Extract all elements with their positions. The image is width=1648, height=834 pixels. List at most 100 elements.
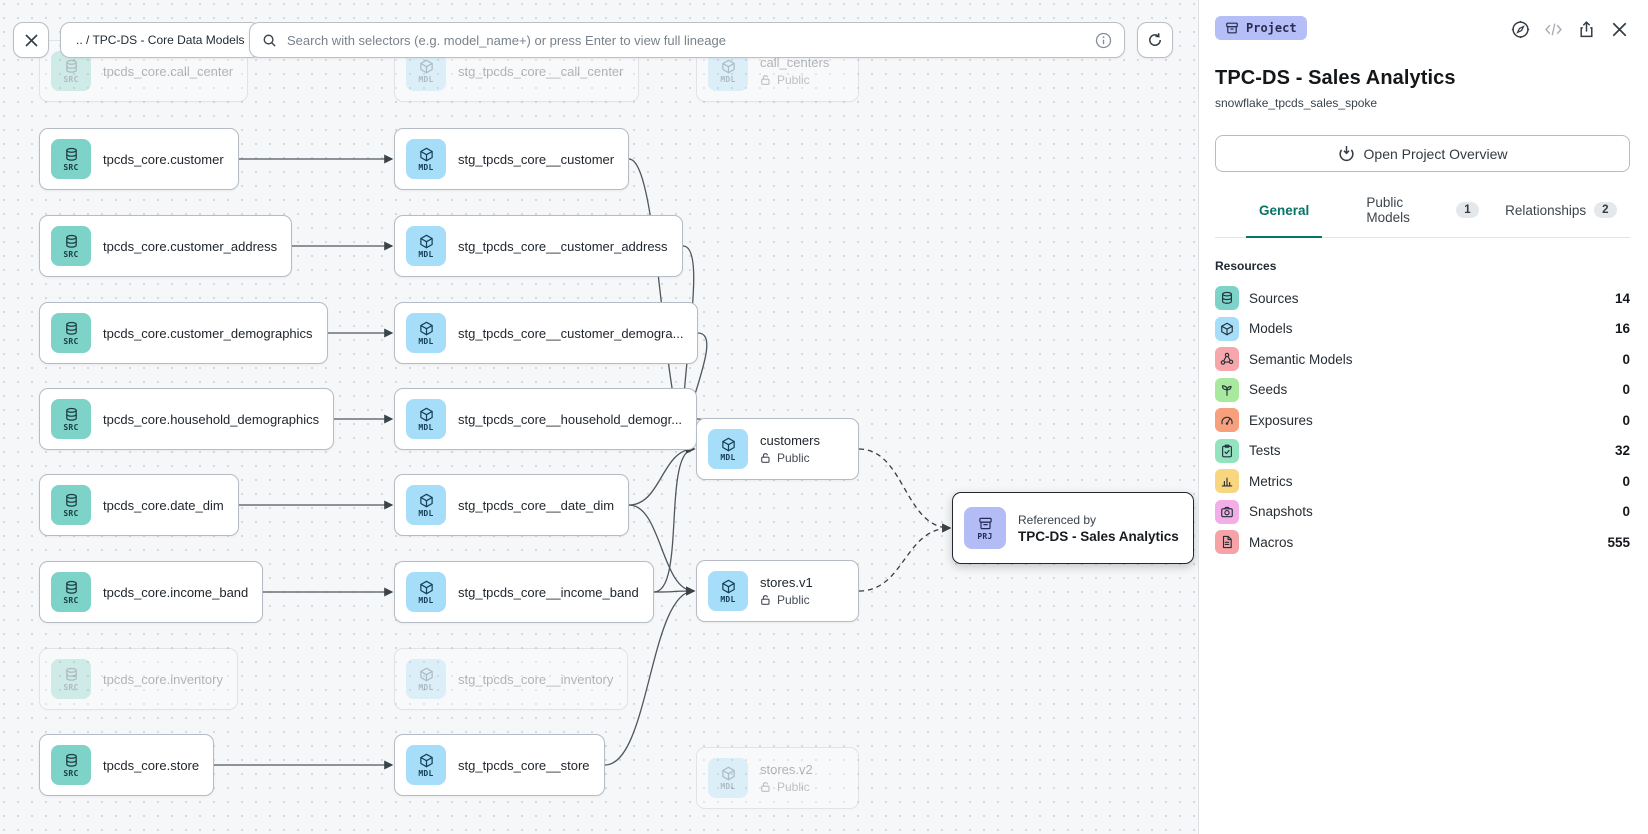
breadcrumb[interactable]: .. / TPC-DS - Core Data Models [60,22,261,58]
share-button[interactable] [1575,18,1597,40]
resource-count: 16 [1614,321,1630,337]
graph-node-stores_v1[interactable]: MDL stores.v1 Public [696,560,859,622]
graph-node-stg_income_band[interactable]: MDL stg_tpcds_core__income_band [394,561,654,623]
node-label: stg_tpcds_core__call_center [458,63,624,79]
node-type-badge: PRJ [964,507,1006,549]
node-label: tpcds_core.inventory [103,671,223,687]
graph-node-src_customer[interactable]: SRC tpcds_core.customer [39,128,239,190]
graph-node-src_household_demographics[interactable]: SRC tpcds_core.household_demographics [39,388,335,450]
node-type-badge: MDL [406,139,446,179]
graph-node-stg_household_demographics[interactable]: MDL stg_tpcds_core__household_demogr... [394,388,698,450]
compass-icon [1511,20,1529,38]
node-type-badge: SRC [51,226,91,266]
resource-row-metrics[interactable]: Metrics 0 [1215,466,1630,497]
search-input[interactable] [285,31,1087,49]
resource-label: Seeds [1249,382,1288,398]
graph-node-src_customer_address[interactable]: SRC tpcds_core.customer_address [39,215,293,277]
node-label: tpcds_core.customer_demographics [103,325,313,341]
project-detail-panel: Project [1198,0,1648,834]
node-type-badge: MDL [406,226,446,266]
graph-node-stg_inventory[interactable]: MDL stg_tpcds_core__inventory [394,648,629,710]
edge-stg_date_dim-to-customers [628,444,696,506]
node-type-badge: SRC [51,139,91,179]
node-label: tpcds_core.customer_address [103,238,278,254]
resource-label: Sources [1249,290,1299,306]
node-label: stg_tpcds_core__household_demogr... [458,411,683,427]
search-bar[interactable] [249,22,1125,58]
node-type-badge: SRC [51,399,91,439]
graph-node-stg_date_dim[interactable]: MDL stg_tpcds_core__date_dim [394,474,630,536]
node-access-row: Public [760,73,829,87]
node-type-badge: SRC [51,313,91,353]
graph-node-stg_customer_demographics[interactable]: MDL stg_tpcds_core__customer_demogra... [394,302,699,364]
node-type-badge: MDL [406,485,446,525]
node-label: stg_tpcds_core__income_band [458,584,639,600]
sprout-icon [1215,377,1239,402]
node-label: stores.v1 [760,575,813,590]
project-subtitle: snowflake_tpcds_sales_spoke [1215,96,1378,110]
node-label: tpcds_core.income_band [103,584,249,600]
node-type-badge: SRC [51,485,91,525]
resource-count: 0 [1622,412,1630,428]
tab-general[interactable]: General [1215,195,1353,238]
node-label: stg_tpcds_core__store [458,757,590,773]
node-label: stores.v2 [760,762,813,777]
graph-node-customers[interactable]: MDL customers Public [696,418,859,480]
edge-customers-to-prj_sales [858,448,952,533]
close-icon [24,33,38,47]
node-access-row: Public [760,593,813,607]
node-label: tpcds_core.customer [103,151,224,167]
close-panel-button[interactable] [1608,18,1630,40]
resource-row-sources[interactable]: Sources 14 [1215,283,1630,314]
node-type-badge: MDL [708,758,748,798]
graph-node-stores_v2[interactable]: MDL stores.v2 Public [696,747,859,809]
resource-label: Exposures [1249,412,1313,428]
camera-icon [1215,499,1239,524]
close-lineage-button[interactable] [13,22,49,58]
resource-count: 32 [1614,443,1630,459]
gauge-icon [1215,408,1239,433]
explore-lineage-button[interactable] [1509,18,1531,40]
tab-public-models[interactable]: Public Models 1 [1353,195,1491,237]
graph-node-prj_sales[interactable]: PRJ Referenced by TPC-DS - Sales Analyti… [952,492,1194,564]
info-icon[interactable] [1095,32,1112,49]
graph-node-src_date_dim[interactable]: SRC tpcds_core.date_dim [39,474,239,536]
resource-row-snapshots[interactable]: Snapshots 0 [1215,497,1630,528]
resource-count: 14 [1614,290,1630,306]
project-title: TPC-DS - Sales Analytics [1215,67,1456,89]
project-icon [1226,22,1238,34]
node-label: stg_tpcds_core__customer [458,151,615,167]
resource-row-exposures[interactable]: Exposures 0 [1215,405,1630,436]
close-icon [1612,22,1626,36]
resource-label: Semantic Models [1249,351,1353,367]
graph-node-stg_store[interactable]: MDL stg_tpcds_core__store [394,734,605,796]
unlock-icon [760,781,772,793]
graph-node-src_customer_demographics[interactable]: SRC tpcds_core.customer_demographics [39,302,328,364]
clipboard-check-icon [1215,438,1239,463]
node-type-badge: SRC [51,745,91,785]
resource-count: 0 [1622,382,1630,398]
graph-node-src_store[interactable]: SRC tpcds_core.store [39,734,215,796]
breadcrumb-label: .. / TPC-DS - Core Data Models [76,33,245,47]
tab-relationships[interactable]: Relationships 2 [1492,195,1630,237]
tab-count-badge: 1 [1456,202,1479,218]
node-label: stg_tpcds_core__customer_address [458,238,668,254]
graph-node-stg_customer_address[interactable]: MDL stg_tpcds_core__customer_address [394,215,683,277]
refresh-button[interactable] [1137,22,1173,58]
graph-node-stg_customer[interactable]: MDL stg_tpcds_core__customer [394,128,630,190]
resources-heading: Resources [1215,259,1277,273]
graph-node-src_income_band[interactable]: SRC tpcds_core.income_band [39,561,264,623]
resource-row-models[interactable]: Models 16 [1215,314,1630,345]
resource-count: 555 [1607,534,1630,550]
resource-row-tests[interactable]: Tests 32 [1215,436,1630,467]
code-icon [1544,23,1562,35]
node-type-badge: MDL [406,745,446,785]
resource-row-seeds[interactable]: Seeds 0 [1215,375,1630,406]
graph-node-src_inventory[interactable]: SRC tpcds_core.inventory [39,648,238,710]
open-project-overview-button[interactable]: Open Project Overview [1215,135,1630,172]
edge-stg_income_band-to-customers [653,444,696,593]
resource-row-semantic-models[interactable]: Semantic Models 0 [1215,344,1630,375]
node-label: customers [760,433,820,448]
resource-row-macros[interactable]: Macros 555 [1215,527,1630,558]
code-view-button[interactable] [1542,18,1564,40]
